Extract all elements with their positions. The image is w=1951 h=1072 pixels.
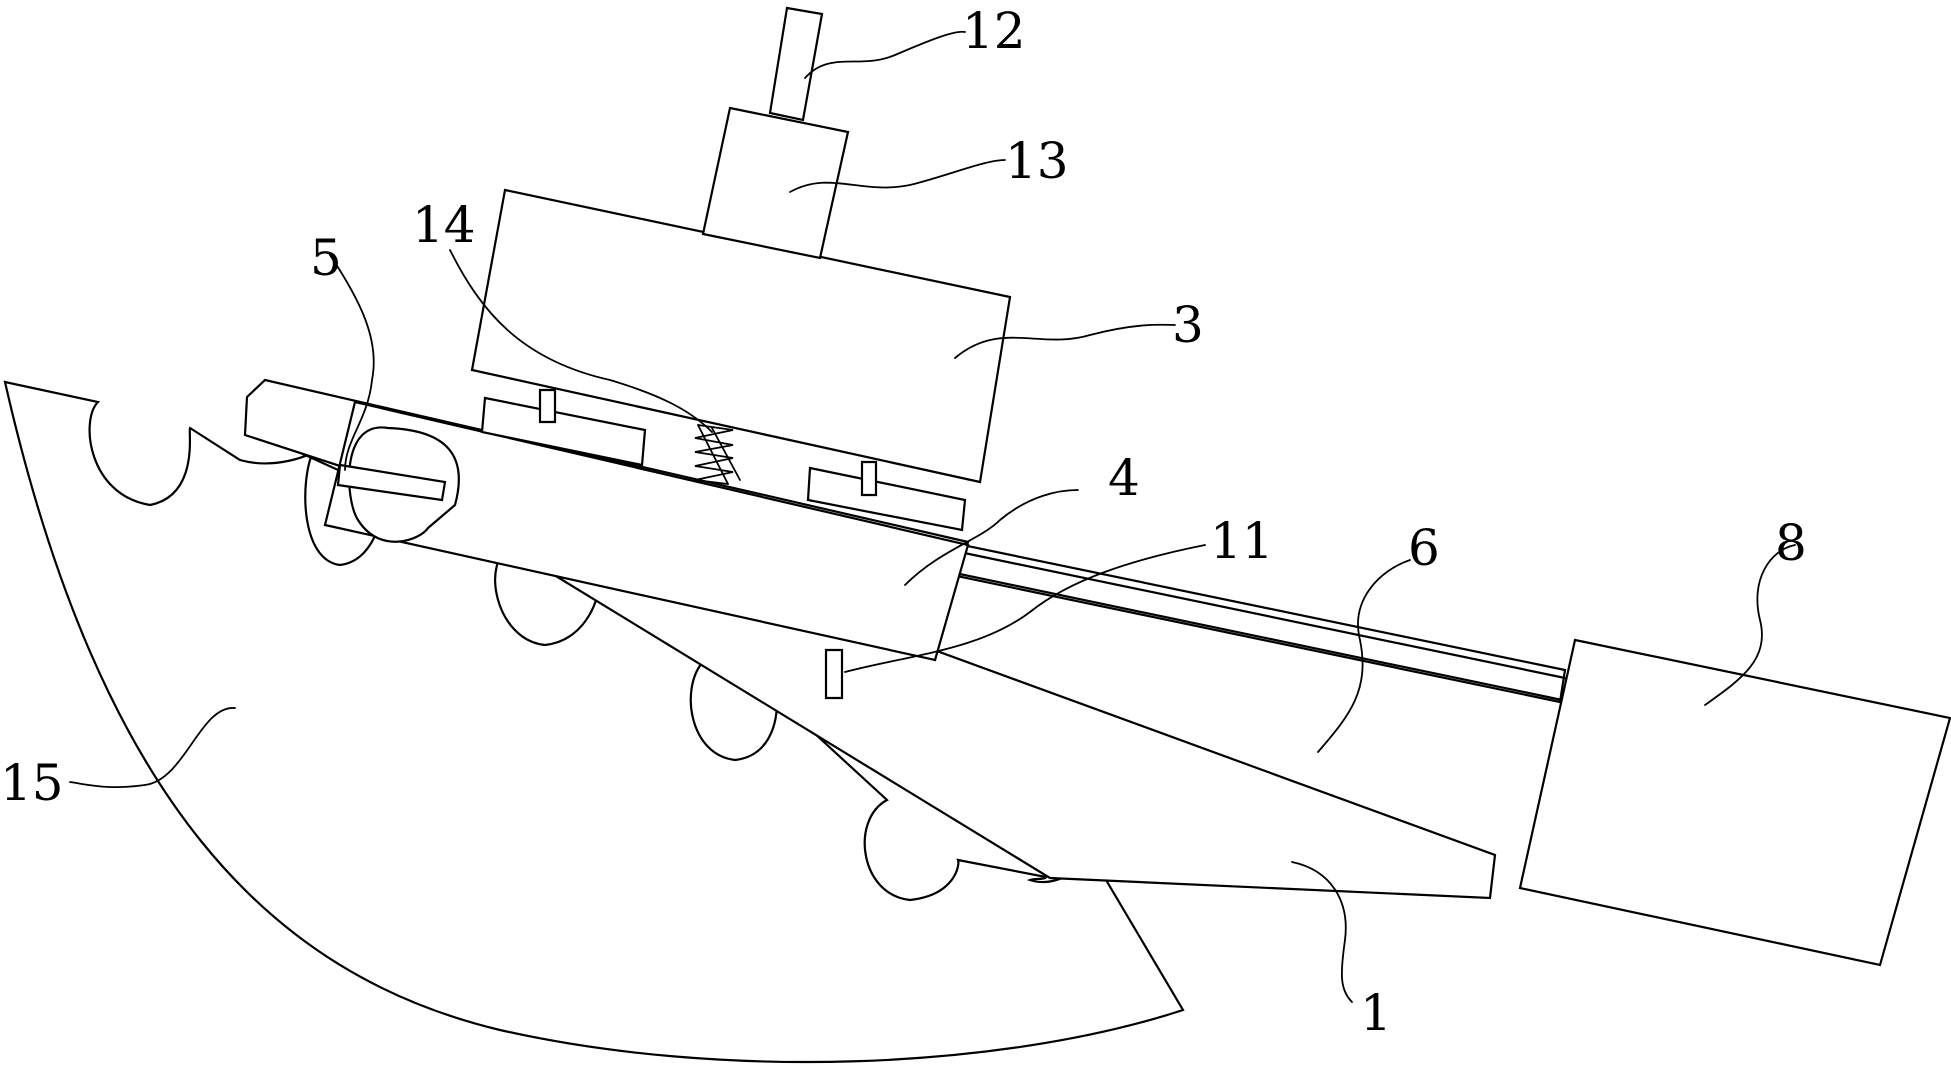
motor-block	[1518, 638, 1951, 967]
rod	[768, 6, 824, 122]
label-1: 1	[1360, 984, 1392, 1042]
spring	[694, 424, 741, 485]
label-12: 12	[962, 2, 1026, 60]
label-8: 8	[1775, 514, 1807, 572]
guide-rail	[948, 548, 1567, 702]
label-5: 5	[310, 229, 342, 287]
label-15: 15	[0, 754, 64, 812]
clamp-plate	[323, 400, 970, 662]
label-4: 4	[1108, 449, 1140, 507]
label-3: 3	[1172, 296, 1204, 354]
hinge-pivot	[336, 426, 460, 543]
leader-lines	[69, 30, 1796, 1003]
small-post	[824, 648, 844, 700]
label-6: 6	[1408, 519, 1440, 577]
label-13: 13	[1005, 132, 1069, 190]
part-labels: 12 13 14 5 3 4 11 6 8 15 1	[0, 2, 1807, 1042]
upper-housing	[470, 188, 1012, 484]
label-11: 11	[1210, 512, 1274, 570]
support-pads	[480, 388, 967, 532]
cylinder	[701, 106, 850, 260]
label-14: 14	[412, 196, 476, 254]
